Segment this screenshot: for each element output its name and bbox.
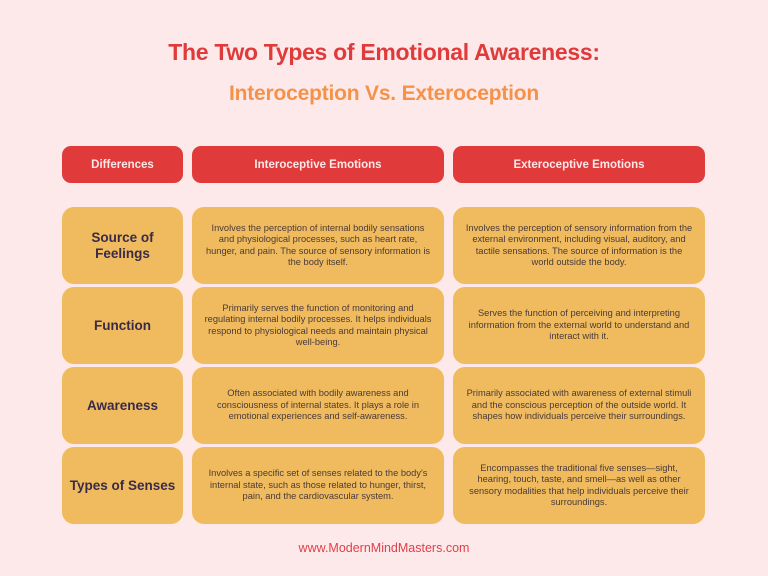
cell-text: Primarily associated with awareness of e… [466,388,692,422]
cell-text: Serves the function of perceiving and in… [468,308,690,342]
cell-exteroceptive-function: Serves the function of perceiving and in… [453,287,705,364]
cell-interoceptive-source: Involves the perception of internal bodi… [192,207,444,284]
cell-text: Primarily serves the function of monitor… [204,302,432,347]
row-label-function: Function [62,287,183,364]
page-title: The Two Types of Emotional Awareness: [168,39,600,65]
row-label-types-of-senses: Types of Senses [62,447,183,524]
cell-interoceptive-function: Primarily serves the function of monitor… [192,287,444,364]
cell-exteroceptive-senses: Encompasses the traditional five senses—… [453,447,705,524]
header-differences: Differences [62,146,183,183]
cell-interoceptive-senses: Involves a specific set of senses relate… [192,447,444,524]
website-url: www.ModernMindMasters.com [298,541,470,555]
row-label-text: Source of Feelings [91,229,154,261]
cell-interoceptive-awareness: Often associated with bodily awareness a… [192,367,444,444]
header-exteroceptive: Exteroceptive Emotions [453,146,705,183]
cell-text: Involves the perception of sensory infor… [465,222,693,267]
cell-text: Involves a specific set of senses relate… [208,468,428,502]
row-label-text: Awareness [86,397,159,413]
row-label-text: Function [94,317,151,333]
cell-exteroceptive-awareness: Primarily associated with awareness of e… [453,367,705,444]
cell-text: Encompasses the traditional five senses—… [469,462,689,507]
cell-exteroceptive-source: Involves the perception of sensory infor… [453,207,705,284]
page-subtitle: Interoception Vs. Exteroception [228,82,540,105]
cell-text: Often associated with bodily awareness a… [216,388,420,422]
row-label-awareness: Awareness [62,367,183,444]
header-interoceptive: Interoceptive Emotions [192,146,444,183]
row-label-text: Types of Senses [69,477,176,493]
cell-text: Involves the perception of internal bodi… [205,222,431,267]
row-label-source-of-feelings: Source of Feelings [62,207,183,284]
